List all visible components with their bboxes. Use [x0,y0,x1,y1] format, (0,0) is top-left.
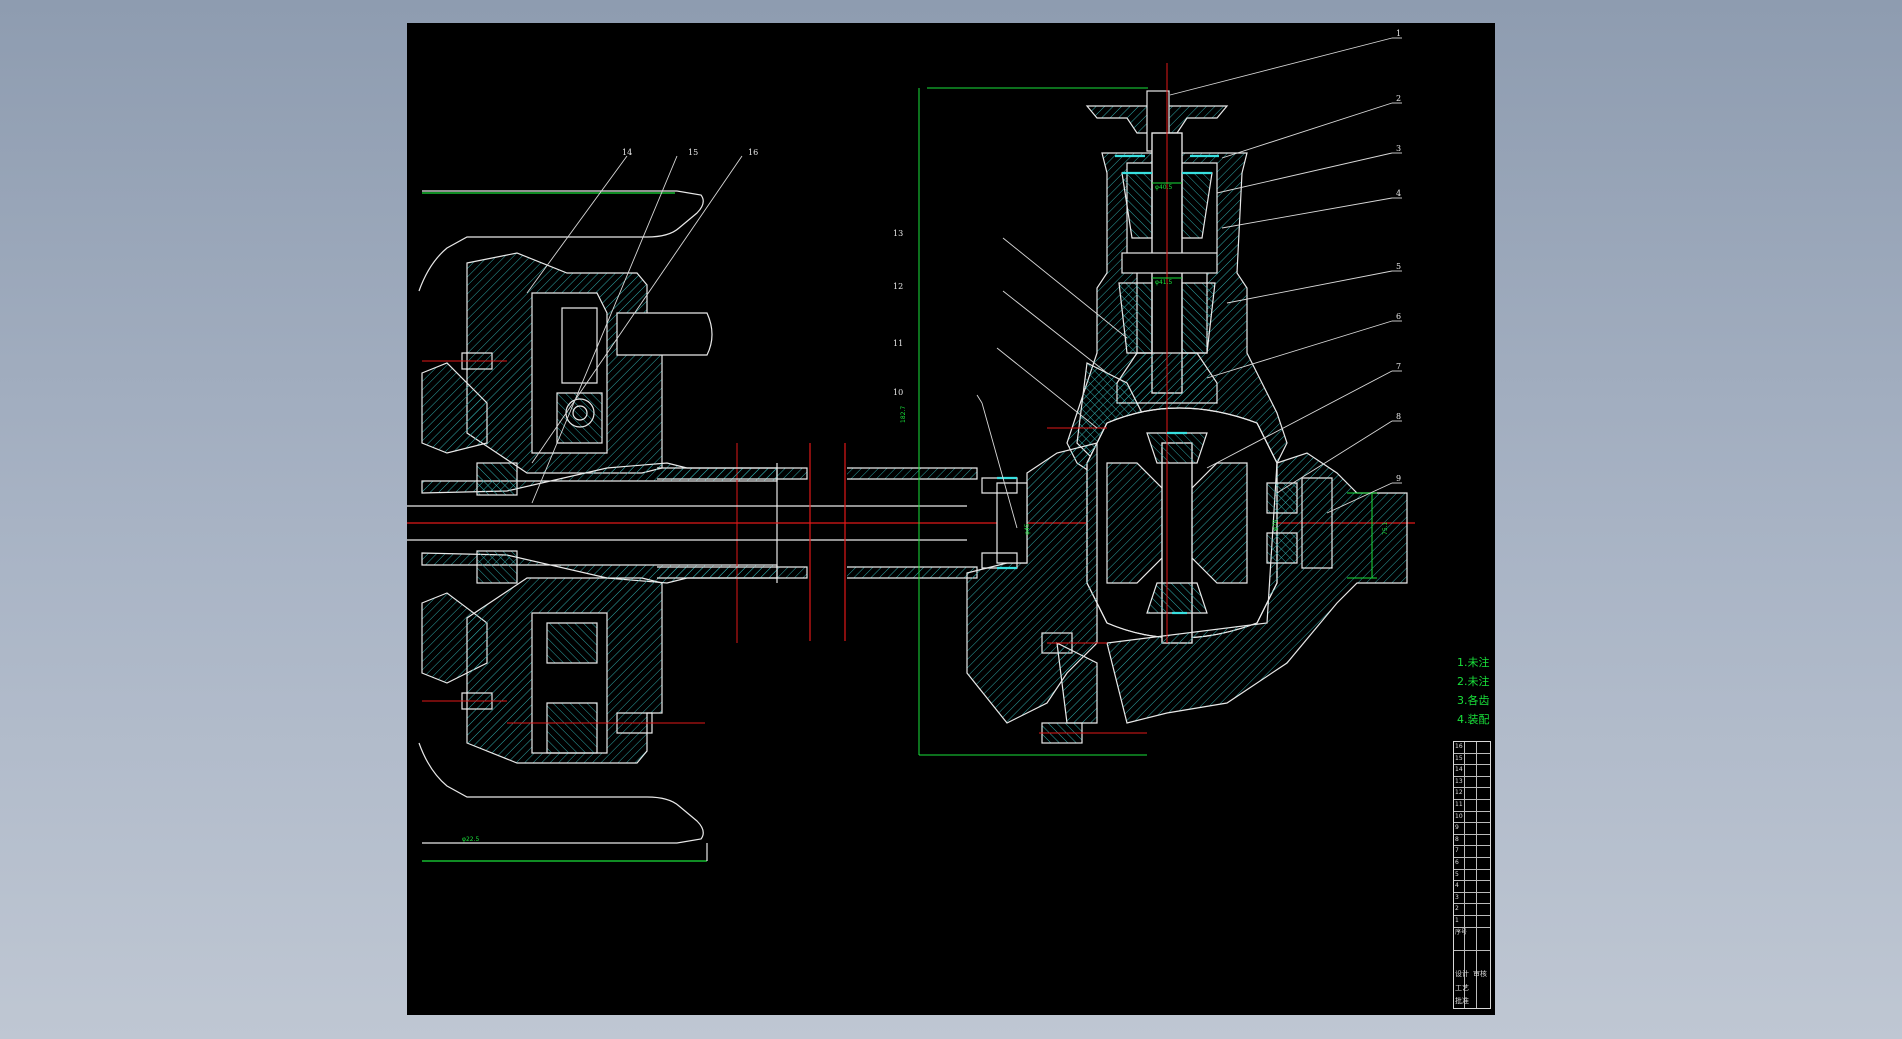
balloon-7: 7 [1396,362,1401,371]
parts-row: 14 [1454,765,1490,777]
balloon-11: 11 [893,339,903,348]
dim-wheel-span: φ22.5 [462,836,480,843]
parts-row: 11 [1454,800,1490,812]
balloon-4: 4 [1396,189,1401,198]
diff-centerlines [1039,63,1168,734]
parts-row: 13 [1454,777,1490,789]
parts-row: 15 [1454,754,1490,766]
axle-housing-tube [407,463,978,583]
drawing-sheet: φ22.5 φ40.5 φ41.5 182.7 φ45 φ70 75.1 [407,23,1495,1015]
cell-review: 审核 [1473,970,1487,978]
dim-pinion-dia: φ40.5 [1155,184,1173,191]
balloon-2: 2 [1396,94,1401,103]
balloon-5: 5 [1396,262,1401,271]
dim-pinion-shaft: φ41.5 [1155,279,1173,286]
note-3: 3.各齿 [1457,694,1490,707]
parts-row: 2 [1454,904,1490,916]
dim-half-shaft: φ45 [1024,523,1031,535]
assembly-drawing: φ22.5 φ40.5 φ41.5 182.7 φ45 φ70 75.1 [407,29,1415,862]
parts-row: 8 [1454,835,1490,847]
parts-row: 7 [1454,846,1490,858]
technical-notes: 1.未注 2.未注 3.各齿 4.装配 [1457,653,1490,729]
balloon-15: 15 [688,148,698,157]
balloon-numbers: 1 2 3 4 5 6 7 8 9 10 11 12 13 14 15 16 [622,29,1401,483]
final-drive-housing [966,90,1408,744]
note-4: 4.装配 [1457,713,1490,726]
parts-row: 12 [1454,788,1490,800]
balloon-9: 9 [1396,474,1401,483]
break-lines [809,443,846,641]
cell-design: 设计 [1455,970,1469,978]
dim-housing-bore: φ70 [1272,519,1279,531]
cell-approve: 批准 [1455,997,1469,1005]
title-block: 16 15 14 13 12 11 10 9 8 7 6 5 4 3 2 1 序… [1453,741,1491,1009]
dimension-lines [918,87,1377,756]
parts-row: 4 [1454,881,1490,893]
wheel-hub-assembly [418,190,778,862]
balloon-10: 10 [893,388,903,397]
parts-row: 6 [1454,858,1490,870]
balloon-8: 8 [1396,412,1401,421]
balloon-6: 6 [1396,312,1401,321]
balloon-3: 3 [1396,144,1401,153]
leader-lines [526,37,1402,529]
parts-row: 3 [1454,893,1490,905]
note-1: 1.未注 [1457,656,1490,669]
dim-overall-height: 182.7 [900,406,907,423]
balloon-14: 14 [622,148,632,157]
parts-row: 9 [1454,823,1490,835]
balloon-12: 12 [893,282,903,291]
parts-row: 10 [1454,812,1490,824]
note-2: 2.未注 [1457,675,1490,688]
cell-process: 工艺 [1455,984,1469,992]
parts-row: 5 [1454,870,1490,882]
dim-bearing-bore: 75.1 [1382,521,1389,535]
parts-row: 1 [1454,916,1490,928]
balloon-16: 16 [748,148,758,157]
balloon-13: 13 [893,229,903,238]
parts-row: 16 [1454,742,1490,754]
dimension-texts: φ22.5 φ40.5 φ41.5 182.7 φ45 φ70 75.1 [462,184,1389,843]
cyan-highlights [997,154,1219,615]
balloon-1: 1 [1396,29,1401,38]
parts-header: 序号 [1454,928,1490,951]
